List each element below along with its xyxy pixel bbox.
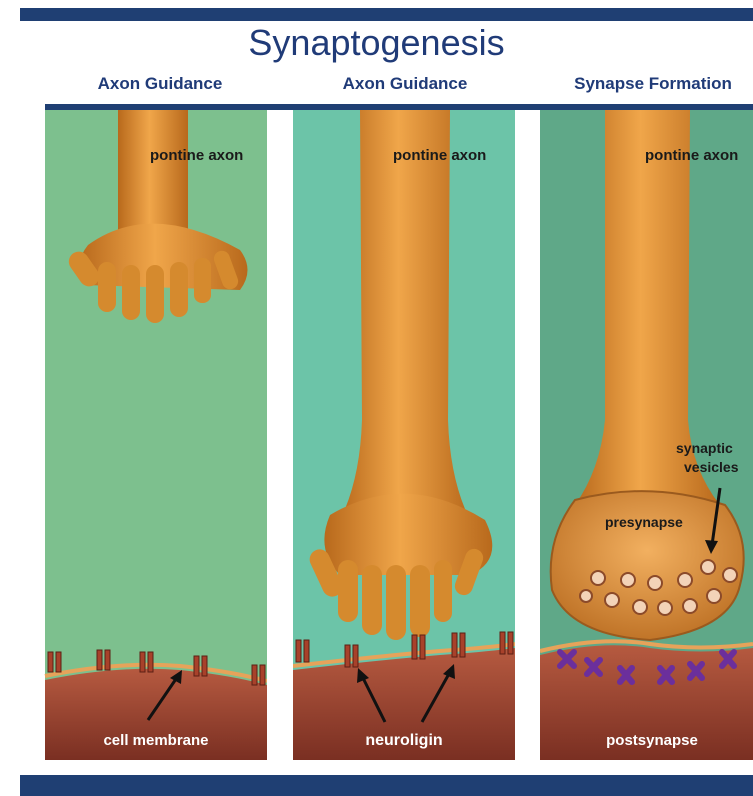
panel-gutter-2 <box>515 110 540 762</box>
cell-membrane-label: cell membrane <box>103 732 208 749</box>
panel-1-axon-label: pontine axon <box>150 147 243 164</box>
presynapse-label: presynapse <box>605 514 683 530</box>
vesicles-label: vesicles <box>684 459 739 475</box>
panel-2-axon-label: pontine axon <box>393 147 486 164</box>
postsynapse-label: postsynapse <box>606 732 698 749</box>
synaptic-label: synaptic <box>676 440 733 456</box>
neuroligin-label: neuroligin <box>365 732 442 749</box>
panel-gutter-1 <box>267 110 293 762</box>
panel-3-axon-label: pontine axon <box>645 147 738 164</box>
bottom-banner-bar <box>20 775 753 796</box>
